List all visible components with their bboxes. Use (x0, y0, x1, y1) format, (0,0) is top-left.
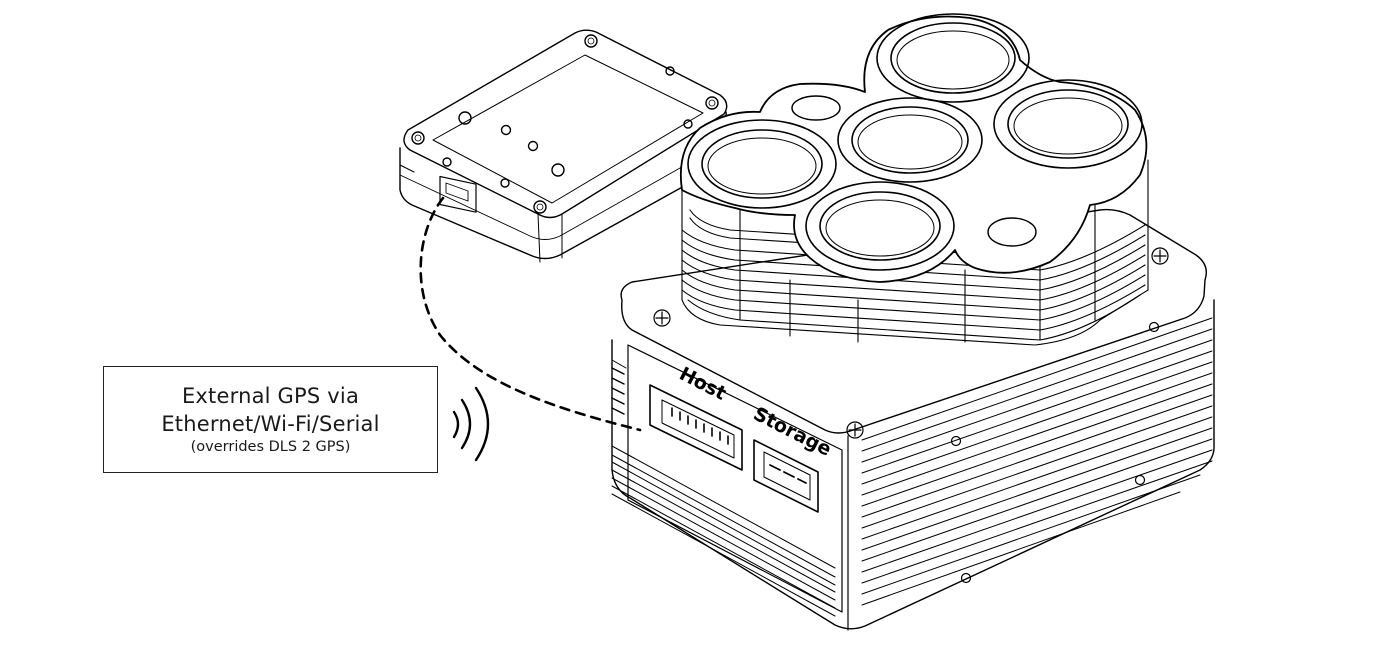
dls2-module-drawing (399, 29, 730, 263)
multispectral-camera-drawing (611, 13, 1215, 631)
wireless-signal-icon (452, 386, 490, 462)
dashed-cable (419, 196, 642, 432)
external-gps-callout: External GPS via Ethernet/Wi-Fi/Serial (… (103, 366, 438, 473)
callout-line-3: (overrides DLS 2 GPS) (190, 439, 351, 455)
callout-line-1: External GPS via (181, 384, 360, 408)
callout-line-2: Ethernet/Wi-Fi/Serial (161, 412, 380, 436)
